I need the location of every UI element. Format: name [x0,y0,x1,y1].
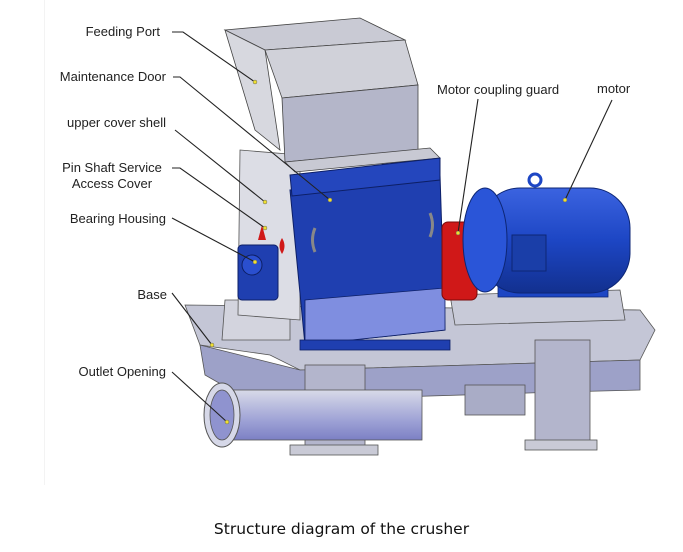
label-motor: motor [597,81,631,96]
label-pin-shaft-line1: Pin Shaft Service [62,160,162,175]
label-pin-shaft-service-access-cover: Pin Shaft Service Access Cover [52,160,172,192]
label-feeding-port: Feeding Port [85,24,160,39]
label-pin-shaft-line2: Access Cover [71,176,153,191]
label-outlet-opening: Outlet Opening [78,364,166,379]
label-markers [209,79,568,425]
crusher-housing [284,147,451,351]
label-upper-cover-shell: upper cover shell [67,115,166,130]
motor-body [462,172,631,298]
label-maintenance-door: Maintenance Door [59,69,166,84]
base-frame [184,289,656,456]
diagram-caption: Structure diagram of the crusher [213,520,470,538]
leader-lines [171,31,613,423]
outlet-pipe [203,382,423,448]
label-motor-coupling-guard: Motor coupling guard [437,82,560,97]
label-base: Base [137,287,167,302]
feeding-hopper [223,17,419,163]
bearing-support [221,149,301,341]
label-bearing-housing: Bearing Housing [69,211,166,226]
